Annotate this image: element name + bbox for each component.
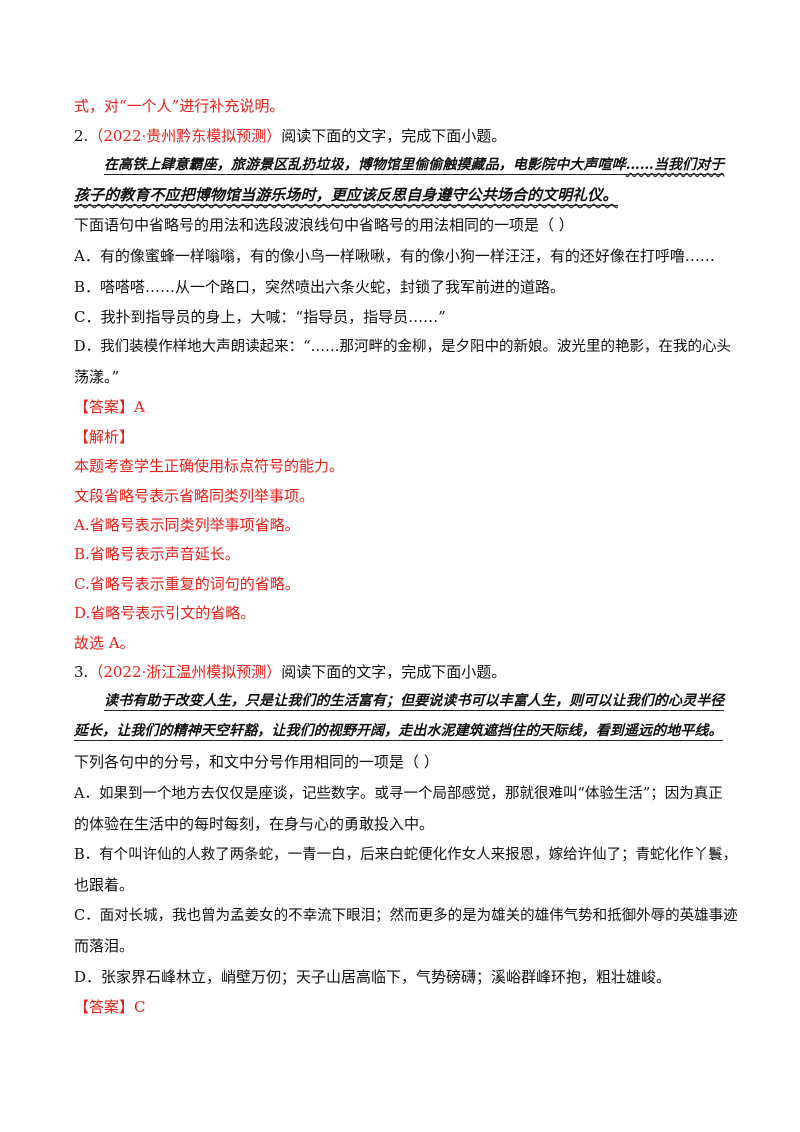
q3-passage-line2: 延长，让我们的精神天空轩豁，让我们的视野开阔，走出水泥建筑遮挡住的天际线，看到遥… xyxy=(74,721,723,741)
q3-instruction: 阅读下面的文字，完成下面小题。 xyxy=(281,663,507,681)
q3-answer-label: 【答案】 xyxy=(74,998,135,1016)
q3-option-c: C．面对长城，我也曾为孟姜女的不幸流下眼泪；然而更多的是为雄关的雄伟气势和抵御外… xyxy=(74,908,738,924)
q3-passage-underlined-cont: 延长，让我们的精神天空轩豁，让我们的视野开阔，走出水泥建筑遮挡住的天际线，看到遥… xyxy=(74,723,723,741)
q2-analysis-line: B.省略号表示声音延长。 xyxy=(74,545,240,563)
previous-analysis-tail: 式，对“一个人”进行补充说明。 xyxy=(74,97,285,115)
q3-option-b: B．有个叫许仙的人救了两条蛇，一青一白，后来白蛇便化作女人来报恩，嫁给许仙了；青… xyxy=(74,847,738,863)
q3-source: （2022·浙江温州模拟预测） xyxy=(88,663,282,681)
q2-analysis-line: D.省略号表示引文的省略。 xyxy=(74,604,256,622)
q2-analysis-line: A.省略号表示同类列举事项省略。 xyxy=(74,516,300,534)
q2-option-d: D．我们装模作样地大声朗读起来：“……那河畔的金柳，是夕阳中的新娘。波光里的艳影… xyxy=(74,339,732,355)
q2-option-c: C．我扑到指导员的身上，大喊：“指导员，指导员……” xyxy=(74,308,446,326)
q2-option-a: A．有的像蜜蜂一样嗡嗡，有的像小鸟一样啾啾，有的像小狗一样汪汪，有的还好像在打呼… xyxy=(74,247,715,265)
q3-option-a-cont: 的体验在生活中的每时每刻，在身与心的勇敢投入中。 xyxy=(74,815,435,833)
q2-analysis-line: C.省略号表示重复的词句的省略。 xyxy=(74,575,300,593)
q3-option-d: D．张家界石峰林立，峭壁万仞；天子山居高临下，气势磅礴；溪峪群峰环抱，粗壮雄峻。 xyxy=(74,968,672,986)
q2-passage-line2: 孩子的教育不应把博物馆当游乐场时，更应该反思自身遵守公共场合的文明礼仪。 xyxy=(74,185,618,206)
q2-source: （2022·贵州黔东模拟预测） xyxy=(88,127,282,145)
q2-heading: 2.（2022·贵州黔东模拟预测）阅读下面的文字，完成下面小题。 xyxy=(74,126,506,146)
q3-option-a: A．如果到一个地方去仅仅是座谈，记些数字。或寻一个局部感觉，那就很难叫“体验生活… xyxy=(74,786,723,802)
q3-number: 3. xyxy=(74,663,89,681)
q3-passage-underlined: 读书有助于改变人生，只是让我们的生活富有；但要说读书可以丰富人生，则可以让我们的… xyxy=(104,693,725,711)
q3-option-c-cont: 而落泪。 xyxy=(74,937,135,955)
q2-passage-line1: 在高铁上肆意霸座，旅游景区乱扔垃圾，博物馆里偷偷触摸藏品，电影院中大声喧哗……当… xyxy=(104,155,725,175)
q3-heading: 3.（2022·浙江温州模拟预测）阅读下面的文字，完成下面小题。 xyxy=(74,662,506,682)
q2-passage-wavy: ……当我们对于 xyxy=(625,157,725,175)
q2-conclusion: 故选 A。 xyxy=(74,634,135,652)
q3-option-b-cont: 也跟着。 xyxy=(74,876,135,894)
q2-answer-label: 【答案】 xyxy=(74,398,135,416)
q2-analysis-label: 【解析】 xyxy=(74,428,135,446)
q2-passage-underlined: 在高铁上肆意霸座，旅游景区乱扔垃圾，博物馆里偷偷触摸藏品，电影院中大声喧哗 xyxy=(104,157,626,175)
q3-answer-value: C xyxy=(134,998,146,1016)
q2-question: 下面语句中省略号的用法和选段波浪线句中省略号的用法相同的一项是（ ） xyxy=(74,216,574,234)
q3-question: 下列各句中的分号，和文中分号作用相同的一项是（ ） xyxy=(74,753,439,771)
q2-instruction: 阅读下面的文字，完成下面小题。 xyxy=(281,127,507,145)
q2-number: 2. xyxy=(74,127,89,145)
q2-answer-value: A xyxy=(134,398,145,416)
q2-analysis-line: 本题考查学生正确使用标点符号的能力。 xyxy=(74,457,345,475)
q2-option-b: B．嗒嗒嗒……从一个路口，突然喷出六条火蛇，封锁了我军前进的道路。 xyxy=(74,278,566,296)
q2-passage-wavy-cont: 孩子的教育不应把博物馆当游乐场时，更应该反思自身遵守公共场合的文明礼仪。 xyxy=(74,186,618,206)
q3-answer: 【答案】C xyxy=(74,997,146,1017)
q2-analysis-line: 文段省略号表示省略同类列举事项。 xyxy=(74,487,315,505)
q3-passage-line1: 读书有助于改变人生，只是让我们的生活富有；但要说读书可以丰富人生，则可以让我们的… xyxy=(104,691,725,711)
q2-option-d-cont: 荡漾。” xyxy=(74,368,120,386)
q2-answer: 【答案】A xyxy=(74,397,145,417)
